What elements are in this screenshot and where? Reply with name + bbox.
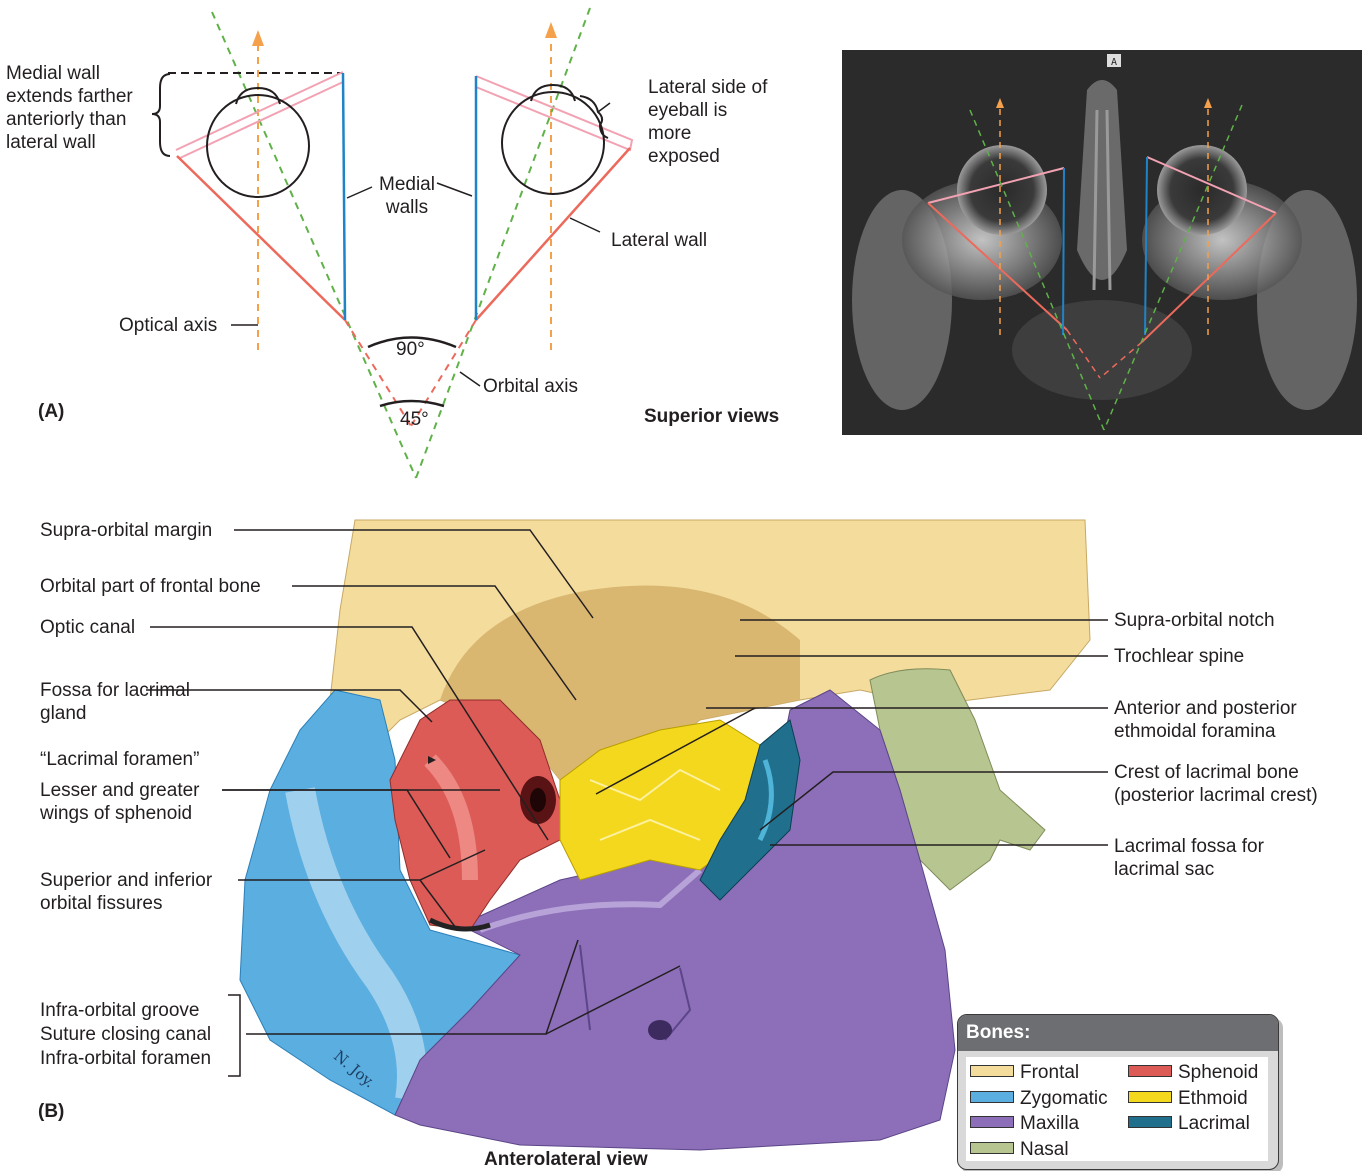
anterolateral-view-caption: Anterolateral view [484, 1148, 648, 1171]
orbital-part-frontal-label: Orbital part of frontal bone [40, 575, 261, 598]
legend-item-nasal: Nasal [970, 1138, 1069, 1161]
legend-swatch [1128, 1065, 1172, 1077]
supra-orbital-margin-label: Supra-orbital margin [40, 519, 212, 542]
legend-swatch [970, 1116, 1014, 1128]
legend-item-zygomatic: Zygomatic [970, 1087, 1108, 1110]
legend-body: Frontal Zygomatic Maxilla Nasal Sphenoid… [966, 1057, 1268, 1161]
infra-orbital-brace [228, 995, 240, 1076]
legend-swatch [1128, 1091, 1172, 1103]
legend-label: Frontal [1020, 1062, 1079, 1083]
legend-label: Sphenoid [1178, 1062, 1258, 1083]
wings-sphenoid-label: Lesser and greater wings of sphenoid [40, 779, 225, 825]
legend-label: Maxilla [1020, 1113, 1079, 1134]
legend-title: Bones: [958, 1015, 1278, 1051]
suture-closing-canal-label: Suture closing canal [40, 1023, 211, 1046]
legend-label: Ethmoid [1178, 1088, 1248, 1109]
legend-item-sphenoid: Sphenoid [1128, 1061, 1258, 1084]
legend-label: Zygomatic [1020, 1088, 1108, 1109]
legend-swatch [970, 1091, 1014, 1103]
trochlear-spine-label: Trochlear spine [1114, 645, 1244, 668]
ethmoidal-foramina-label: Anterior and posterior ethmoidal foramin… [1114, 697, 1344, 743]
legend-label: Lacrimal [1178, 1113, 1250, 1134]
legend-item-ethmoid: Ethmoid [1128, 1087, 1248, 1110]
legend-item-frontal: Frontal [970, 1061, 1079, 1084]
infra-orbital-groove-label: Infra-orbital groove [40, 999, 199, 1022]
crest-lacrimal-label: Crest of lacrimal bone (posterior lacrim… [1114, 761, 1364, 807]
fossa-lacrimal-gland-label: Fossa for lacrimal gland [40, 679, 200, 725]
legend-swatch [970, 1142, 1014, 1154]
legend-item-maxilla: Maxilla [970, 1112, 1079, 1135]
infra-orbital-foramen-label: Infra-orbital foramen [40, 1047, 211, 1070]
lacrimal-fossa-label: Lacrimal fossa for lacrimal sac [1114, 835, 1304, 881]
legend-swatch [1128, 1116, 1172, 1128]
legend-swatch [970, 1065, 1014, 1077]
supra-orbital-notch-label: Supra-orbital notch [1114, 609, 1275, 632]
bones-legend: Bones: Frontal Zygomatic Maxilla Nasal S… [957, 1014, 1279, 1170]
panel-b-tag: (B) [38, 1100, 64, 1123]
lacrimal-foramen-label: “Lacrimal foramen” [40, 748, 199, 771]
legend-item-lacrimal: Lacrimal [1128, 1112, 1250, 1135]
optic-canal-label: Optic canal [40, 616, 135, 639]
orbital-fissures-label: Superior and inferior orbital fissures [40, 869, 240, 915]
legend-label: Nasal [1020, 1139, 1069, 1160]
